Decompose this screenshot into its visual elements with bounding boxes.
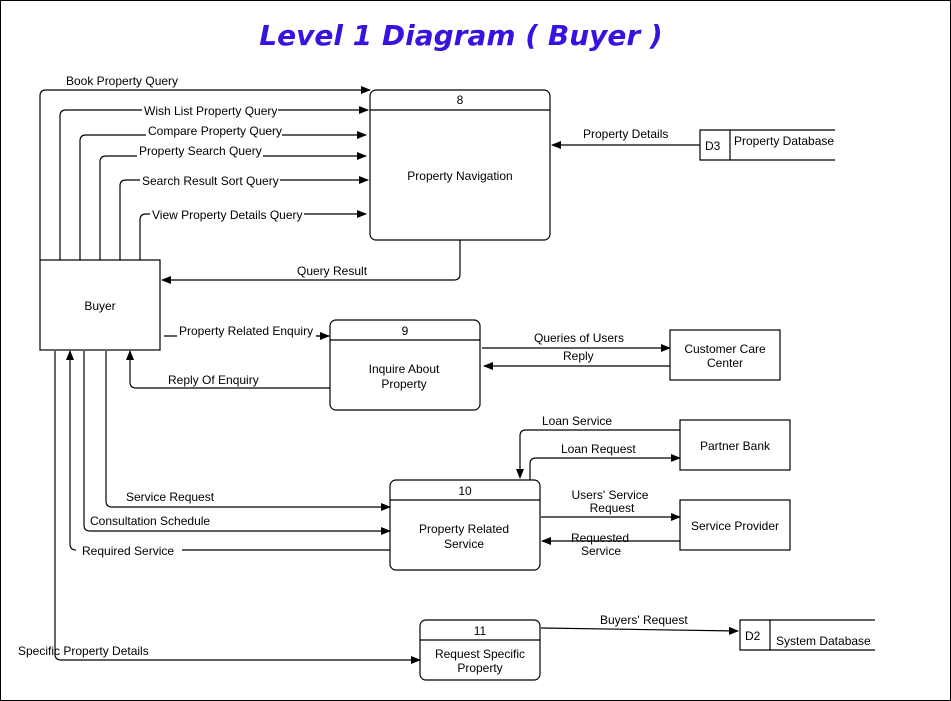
flow-labels: Book Property Query Wish List Property Q…: [18, 74, 688, 658]
process-10: 10 Property Related Service: [389, 479, 541, 571]
flow-users-service-request-label-1: Users' Service: [572, 488, 649, 502]
store-d3-name: Property Database: [734, 134, 834, 148]
flow-book-label: Book Property Query: [66, 74, 178, 88]
store-d3: D3 Property Database: [699, 129, 835, 161]
store-d3-id: D3: [705, 139, 721, 153]
process-9-id: 9: [402, 324, 409, 338]
flow-book-line: [39, 86, 371, 260]
flow-requested-service-label-1: Requested: [571, 531, 629, 545]
entity-buyer: Buyer: [39, 259, 161, 351]
flow-sort-label: Search Result Sort Query: [142, 174, 279, 188]
flow-view-label: View Property Details Query: [152, 208, 303, 222]
flow-view-line: [139, 210, 367, 260]
flows-inquiry: [126, 332, 671, 389]
flow-loan-request-label: Loan Request: [561, 442, 636, 456]
process-8-id: 8: [457, 93, 464, 107]
entity-buyer-label: Buyer: [84, 299, 115, 313]
flow-consultation-label: Consultation Schedule: [90, 514, 210, 528]
flow-service-request-label: Service Request: [126, 490, 215, 504]
flows-to-navigation: [39, 86, 700, 284]
process-8: 8 Property Navigation: [369, 89, 551, 241]
flow-required-service-label: Required Service: [82, 544, 174, 558]
flow-specific-details-line: [54, 351, 421, 664]
flow-consultation-line: [83, 351, 391, 535]
entity-service-provider-label: Service Provider: [691, 519, 779, 533]
flow-reply-enquiry-label: Reply Of Enquiry: [168, 373, 259, 387]
process-10-name-2: Service: [444, 537, 484, 551]
store-d2-name: System Database: [776, 634, 871, 648]
flow-wish-label: Wish List Property Query: [144, 104, 277, 118]
process-9-name-2: Property: [381, 377, 426, 391]
process-11-name-2: Property: [457, 661, 502, 675]
process-10-name-1: Property Related: [419, 522, 509, 536]
process-8-name: Property Navigation: [407, 169, 512, 183]
process-10-id: 10: [458, 484, 472, 498]
flows-services: [70, 351, 681, 551]
entity-partner-bank: Partner Bank: [679, 419, 791, 471]
flow-sort-line: [119, 176, 369, 260]
process-11: 11 Request Specific Property: [419, 619, 541, 681]
flow-search-line: [99, 152, 367, 260]
flow-loan-service-line: [516, 429, 680, 479]
flows-specific: [54, 351, 739, 664]
flow-users-service-request-label-2: Request: [590, 501, 635, 515]
process-9: 9 Inquire About Property: [329, 319, 481, 411]
flow-required-service-line: [70, 351, 390, 551]
flow-reply-label: Reply: [563, 349, 594, 363]
store-d2: D2 System Database: [739, 619, 875, 651]
flow-query-result-label: Query Result: [297, 264, 368, 278]
diagram-title: Level 1 Diagram ( Buyer ): [259, 19, 662, 52]
flow-compare-label: Compare Property Query: [148, 124, 282, 138]
flow-wish-line: [59, 106, 369, 260]
entity-customer-care-label-1: Customer Care: [684, 342, 766, 356]
flow-property-details-label: Property Details: [583, 127, 668, 141]
flow-compare-line: [79, 131, 367, 260]
flow-buyers-request-label: Buyers' Request: [600, 613, 688, 627]
store-d2-id: D2: [745, 629, 761, 643]
flow-reply-enquiry-line: [126, 350, 330, 389]
entity-customer-care: Customer Care Center: [669, 329, 781, 381]
flow-loan-service-label: Loan Service: [542, 414, 612, 428]
flow-loan-request-line: [529, 454, 681, 480]
process-11-name-1: Request Specific: [435, 647, 525, 661]
entity-customer-care-label-2: Center: [707, 356, 743, 370]
flow-query-result-line: [161, 240, 461, 284]
process-9-name-1: Inquire About: [369, 362, 440, 376]
flow-queries-users-label: Queries of Users: [534, 331, 624, 345]
flow-search-label: Property Search Query: [139, 144, 262, 158]
flow-service-request-line: [105, 351, 391, 511]
entity-service-provider: Service Provider: [679, 499, 791, 551]
flow-specific-details-label: Specific Property Details: [18, 644, 149, 658]
flow-requested-service-label-2: Service: [581, 544, 621, 558]
flow-enquiry-label: Property Related Enquiry: [179, 324, 313, 338]
flow-buyers-request-line: [540, 626, 739, 635]
process-11-id: 11: [474, 624, 487, 638]
entity-partner-bank-label: Partner Bank: [700, 439, 771, 453]
